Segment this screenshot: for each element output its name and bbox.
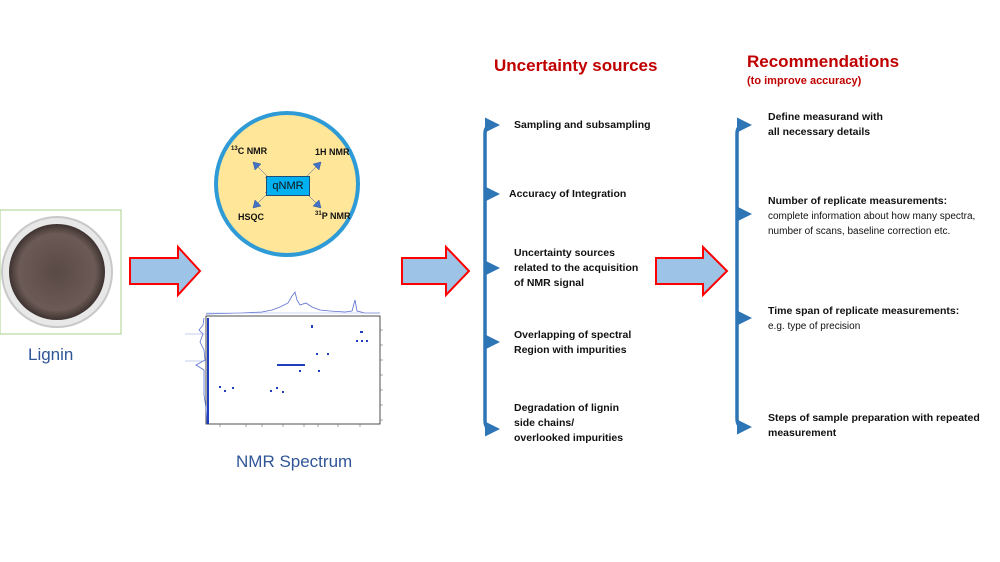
qnmr-arrow-icons — [252, 161, 322, 209]
nmr-spectrum-plot — [185, 291, 383, 427]
arrow-lignin-to-nmr — [129, 244, 202, 298]
uncertainty-bracket — [483, 123, 494, 432]
arrow-uncertainty-to-recommendations — [655, 244, 729, 298]
recommendation-item-2: Number of replicate measurements: comple… — [768, 195, 976, 237]
recommendation-item-4: Steps of sample preparation with repeate… — [768, 412, 980, 439]
qnmr-label-31p: 31P NMR — [315, 211, 351, 221]
uncertainty-item-5: Degradation of lignin side chains/ overl… — [514, 402, 624, 444]
qnmr-label-1h: 1H NMR — [315, 147, 350, 157]
uncertainty-item-3: Uncertainty sources related to the acqui… — [514, 247, 639, 289]
lignin-caption: Lignin — [28, 345, 74, 364]
qnmr-label-13c: 13C NMR — [231, 146, 268, 156]
recommendation-item-1: Define measurand with all necessary deta… — [768, 111, 883, 138]
uncertainty-item-4: Overlapping of spectral Region with impu… — [514, 329, 632, 356]
uncertainty-item-1: Sampling and subsampling — [514, 119, 651, 131]
recommendations-bracket — [735, 123, 746, 430]
recommendations-subtitle: (to improve accuracy) — [747, 75, 862, 87]
recommendations-title: Recommendations — [747, 52, 900, 71]
recommendations-bracket-arrows — [737, 117, 752, 435]
arrow-nmr-to-uncertainty — [401, 244, 471, 298]
spectrum-caption: NMR Spectrum — [236, 452, 353, 471]
qnmr-label-hsqc: HSQC — [238, 212, 265, 222]
lignin-image — [0, 209, 122, 335]
uncertainty-title: Uncertainty sources — [494, 56, 658, 75]
uncertainty-bracket-arrows — [485, 117, 500, 437]
uncertainty-item-2: Accuracy of Integration — [509, 188, 627, 200]
recommendation-item-3: Time span of replicate measurements: e.g… — [768, 305, 960, 332]
qnmr-center-box: qNMR — [266, 176, 310, 196]
